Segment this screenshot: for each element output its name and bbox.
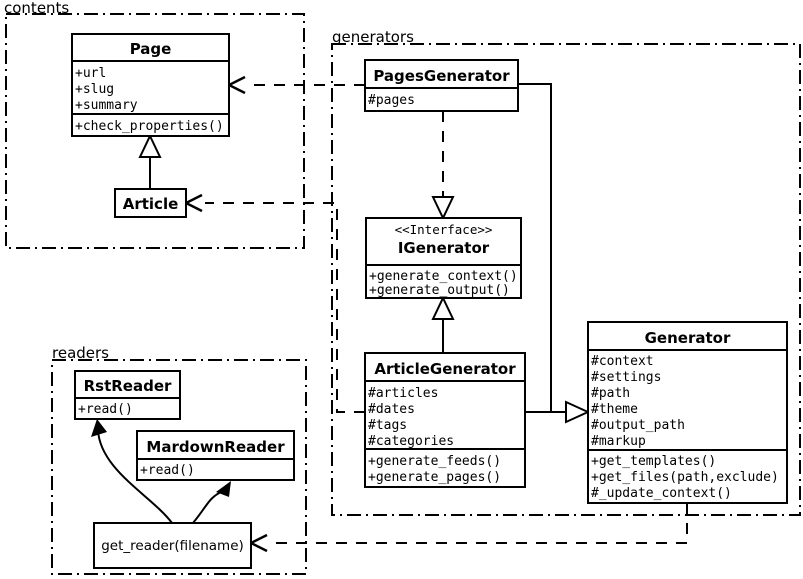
class-article-generator-method: +generate_pages() — [368, 470, 501, 485]
class-article-generator-attribute: #categories — [368, 434, 454, 449]
class-pages-generator-name: PagesGenerator — [373, 67, 510, 85]
generalization-arrowhead-2 — [431, 295, 455, 320]
class-page-method: +check_properties() — [75, 119, 224, 134]
package-generators-label: generators — [332, 28, 414, 46]
create-curve-mardownreader — [192, 490, 224, 524]
class-generator-attribute: #context — [591, 354, 654, 369]
dependency-arrowhead-page — [226, 75, 246, 95]
class-generator-attribute: #theme — [591, 402, 638, 417]
function-get-reader-label: get_reader(filename) — [101, 538, 244, 554]
class-article-generator-method: +generate_feeds() — [368, 454, 501, 469]
class-generator-attribute: #path — [591, 386, 630, 401]
package-readers-border — [51, 359, 307, 575]
class-page-attribute: +url — [75, 66, 106, 81]
class-page[interactable]: Page +url +slug +summary +check_properti… — [71, 33, 230, 137]
class-igenerator[interactable]: <<Interface>> IGenerator +generate_conte… — [365, 217, 522, 299]
relationship-article-to-page — [138, 133, 162, 189]
class-article[interactable]: Article — [114, 188, 187, 218]
realization-arrowhead — [431, 196, 455, 221]
generalization-arrowhead — [138, 133, 162, 158]
class-rst-reader-method: +read() — [78, 402, 133, 417]
package-generators-border — [331, 43, 801, 516]
relationship-generators-to-generator — [518, 83, 591, 424]
generalization-elbow-pages — [518, 83, 552, 413]
class-mardown-reader[interactable]: MardownReader +read() — [136, 430, 295, 481]
class-pages-generator-box — [364, 59, 519, 112]
relationship-getreader-to-rstreader — [91, 419, 173, 524]
create-curve-rstreader — [97, 429, 173, 524]
class-generator-attribute: #settings — [591, 370, 661, 385]
dependency-line-getreader — [270, 503, 688, 544]
class-article-box — [114, 188, 187, 218]
class-igenerator-stereotype: <<Interface>> — [395, 222, 493, 237]
relationship-generator-to-getreader — [248, 503, 688, 553]
function-get-reader-box — [93, 522, 252, 569]
class-rst-reader-name: RstReader — [84, 377, 172, 395]
class-article-name: Article — [123, 195, 179, 213]
class-generator-method: #_update_context() — [591, 486, 732, 501]
class-mardown-reader-method: +read() — [140, 463, 195, 478]
class-igenerator-method: +generate_output() — [369, 283, 510, 298]
class-generator-name: Generator — [645, 329, 731, 347]
class-article-generator[interactable]: ArticleGenerator #articles #dates #tags … — [364, 352, 526, 488]
create-arrowhead-mardownreader — [216, 481, 231, 497]
class-article-generator-name: ArticleGenerator — [374, 360, 516, 378]
generalization-arrowhead-3 — [565, 400, 591, 424]
relationship-articlegenerator-to-igenerator — [431, 295, 455, 353]
function-get-reader[interactable]: get_reader(filename) — [93, 522, 252, 569]
class-article-generator-box — [364, 352, 526, 488]
class-rst-reader-box — [74, 370, 181, 420]
class-article-generator-attribute: #tags — [368, 418, 407, 433]
class-generator-method: +get_templates() — [591, 454, 716, 469]
class-page-name: Page — [130, 40, 172, 58]
package-readers-label: readers — [52, 344, 109, 362]
class-mardown-reader-name: MardownReader — [146, 438, 285, 456]
class-page-attribute: +summary — [75, 98, 138, 113]
create-arrowhead-rstreader — [91, 419, 107, 437]
package-contents-label: contents — [4, 0, 69, 17]
package-generators: generators — [331, 28, 801, 516]
dependency-arrowhead-article — [183, 193, 203, 213]
class-igenerator-name: IGenerator — [398, 239, 490, 257]
class-generator-attribute: #markup — [591, 434, 646, 449]
class-generator-method: +get_files(path,exclude) — [591, 470, 779, 485]
class-igenerator-box — [365, 217, 522, 299]
relationship-articlegenerator-to-article — [183, 193, 365, 413]
package-contents-border — [5, 13, 305, 249]
class-rst-reader[interactable]: RstReader +read() — [74, 370, 181, 420]
relationship-pagesgenerator-to-page — [226, 75, 365, 95]
relationship-pagesgenerator-to-igenerator — [431, 111, 455, 221]
package-readers: readers — [51, 344, 307, 575]
class-generator[interactable]: Generator #context #settings #path #them… — [587, 321, 788, 504]
dependency-arrowhead-getreader — [248, 533, 268, 553]
class-page-attribute: +slug — [75, 82, 114, 97]
class-generator-box — [587, 321, 788, 504]
class-mardown-reader-box — [136, 430, 295, 481]
package-contents: contents — [4, 0, 305, 249]
relationship-getreader-to-mardownreader — [192, 481, 231, 524]
class-article-generator-attribute: #dates — [368, 402, 415, 417]
dependency-line-article — [205, 202, 365, 413]
class-page-box — [71, 33, 230, 137]
class-igenerator-method: +generate_context() — [369, 269, 518, 284]
class-article-generator-attribute: #articles — [368, 386, 438, 401]
class-pages-generator[interactable]: PagesGenerator #pages — [364, 59, 519, 112]
class-pages-generator-attribute: #pages — [368, 93, 415, 108]
class-generator-attribute: #output_path — [591, 418, 685, 433]
